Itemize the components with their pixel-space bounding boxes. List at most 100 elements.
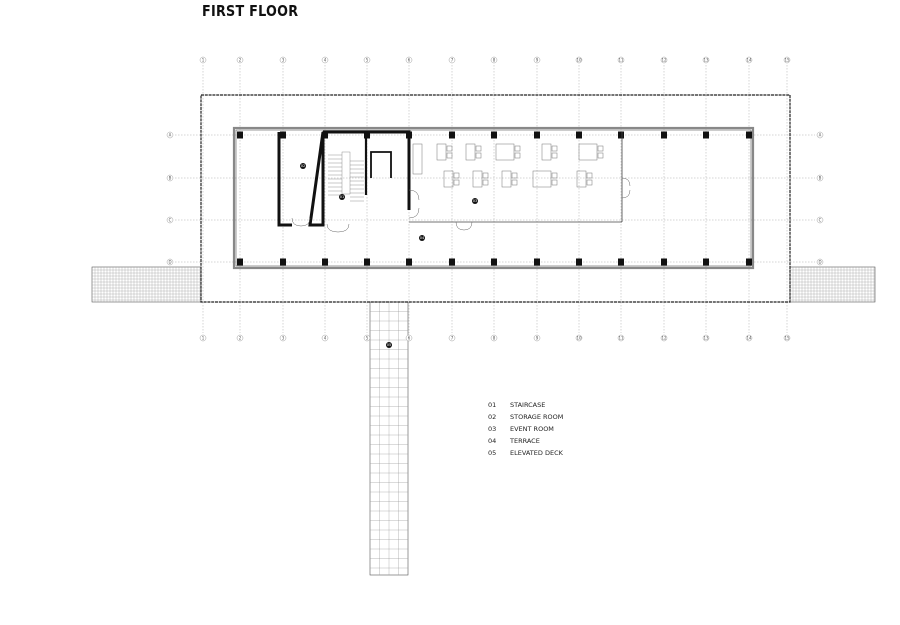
grid-label-column: 15 <box>784 336 790 341</box>
grid-bubble <box>745 56 753 64</box>
grid-bubble <box>166 258 174 266</box>
structural-column <box>449 258 455 266</box>
event-room-door <box>455 221 473 231</box>
structural-column <box>280 131 286 139</box>
table <box>501 170 512 188</box>
right-side-deck <box>789 266 876 303</box>
grid-label-column: 12 <box>661 336 667 341</box>
grid-label-column: 8 <box>493 58 496 63</box>
grid-bubble <box>575 334 583 342</box>
grid-label-column: 13 <box>703 58 709 63</box>
left-side-deck <box>91 266 202 303</box>
grid-label-column: 2 <box>239 58 242 63</box>
legend-label: STORAGE ROOM <box>510 413 563 421</box>
grid-label-row: B <box>169 176 172 181</box>
legend-label: TERRACE <box>509 437 540 445</box>
grid-bubble <box>745 334 753 342</box>
table <box>495 143 515 161</box>
grid-bubble <box>783 56 791 64</box>
grid-bubble <box>575 56 583 64</box>
chair <box>511 172 518 179</box>
room-marker-terrace <box>419 235 425 241</box>
structural-column <box>746 258 752 266</box>
room-marker-event-room <box>472 198 478 204</box>
chair <box>597 152 604 159</box>
table <box>443 170 454 188</box>
terrace-platform-edge <box>200 94 791 303</box>
table <box>472 170 483 188</box>
grid-label-column: 4 <box>324 336 327 341</box>
structural-column <box>280 258 286 266</box>
structural-column <box>576 258 582 266</box>
grid-bubble <box>166 216 174 224</box>
structural-column <box>534 258 540 266</box>
grid-bubble <box>816 258 824 266</box>
drawing-title: FIRST FLOOR <box>202 2 299 20</box>
structural-column <box>491 258 497 266</box>
grid-label-row: D <box>168 260 171 265</box>
grid-bubble <box>702 56 710 64</box>
grid-bubble <box>166 131 174 139</box>
storage-room-door <box>291 217 311 227</box>
grid-label-column: 11 <box>618 58 624 63</box>
chair <box>586 172 593 179</box>
chair <box>453 172 460 179</box>
table <box>578 143 598 161</box>
event-room-entry-door <box>408 189 420 219</box>
grid-label-column: 14 <box>746 336 752 341</box>
grid-bubble <box>490 334 498 342</box>
structural-column <box>322 258 328 266</box>
grid-bubble <box>660 56 668 64</box>
room-marker-label: 05 <box>387 343 391 347</box>
grid-bubble <box>783 334 791 342</box>
grid-label-row: A <box>819 133 822 138</box>
grid-bubble <box>405 56 413 64</box>
grid-label-column: 12 <box>661 58 667 63</box>
table <box>532 170 552 188</box>
grid-bubble <box>490 56 498 64</box>
grid-label-column: 7 <box>451 58 454 63</box>
legend-label: STAIRCASE <box>510 401 545 409</box>
grid-label-column: 1 <box>202 58 205 63</box>
legend-label: ELEVATED DECK <box>510 449 564 457</box>
legend-number: 05 <box>488 449 496 457</box>
grid-label-column: 11 <box>618 336 624 341</box>
chair <box>482 172 489 179</box>
table <box>465 143 476 161</box>
structural-column <box>661 258 667 266</box>
grid-bubble <box>533 334 541 342</box>
grid-label-column: 2 <box>239 336 242 341</box>
structural-column <box>322 131 328 139</box>
building-envelope <box>232 126 755 270</box>
room-marker-label: 03 <box>473 199 477 203</box>
grid-label-column: 5 <box>366 58 369 63</box>
grid-lines <box>175 65 815 333</box>
grid-bubble <box>279 56 287 64</box>
chair <box>482 179 489 186</box>
grid-label-column: 6 <box>408 336 411 341</box>
legend-label: EVENT ROOM <box>510 425 554 433</box>
room-marker-label: 01 <box>340 195 344 199</box>
chair <box>453 179 460 186</box>
room-marker-label: 02 <box>301 164 305 168</box>
room-marker-staircase <box>339 194 345 200</box>
structural-column <box>746 131 752 139</box>
table <box>541 143 552 161</box>
grid-bubble <box>321 334 329 342</box>
structural-column <box>576 131 582 139</box>
storage-room-walls <box>277 131 325 227</box>
grid-bubble <box>166 174 174 182</box>
room-marker-storage-room <box>300 163 306 169</box>
grid-bubble <box>236 56 244 64</box>
grid-bubble <box>533 56 541 64</box>
grid-label-column: 3 <box>282 58 285 63</box>
chair <box>475 152 482 159</box>
grid-bubble <box>448 334 456 342</box>
grid-label-column: 13 <box>703 336 709 341</box>
structural-column <box>534 131 540 139</box>
room-marker-elevated-deck <box>386 342 392 348</box>
stair-core-walls <box>323 130 411 210</box>
chair <box>597 145 604 152</box>
structural-column <box>406 258 412 266</box>
